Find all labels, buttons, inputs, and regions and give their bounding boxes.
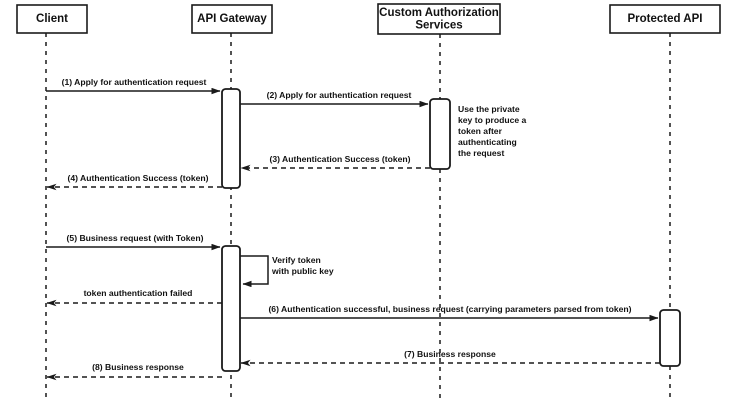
note-private-key-label: token after	[458, 126, 503, 136]
participant-label-protected-api: Protected API	[628, 13, 703, 25]
msg-1-label: (1) Apply for authentication request	[62, 77, 207, 87]
self-msg-verify-token-arrow	[240, 255, 269, 288]
activation-authsvc[interactable]	[429, 98, 451, 170]
participant-box-api-gateway[interactable]	[191, 4, 273, 34]
participant-label-custom-authorization-services: Custom Authorization	[379, 7, 499, 19]
participant-heads-group: Client API Gateway Custom AuthorizationSer…	[16, 3, 721, 35]
note-private-key-label: Use the private	[458, 104, 520, 114]
msg-7-label: (7) Business response	[404, 349, 496, 359]
lifelines-group	[45, 33, 671, 398]
msg-6-label: (6) Authentication successful, business …	[268, 304, 631, 314]
self-msg-verify-token-label: Verify token	[272, 255, 321, 265]
msg-5-label: (5) Business request (with Token)	[67, 233, 204, 243]
note-private-key-label: authenticating	[458, 137, 517, 147]
msg-2-label: (2) Apply for authentication request	[267, 90, 412, 100]
activation-protected-api[interactable]	[659, 309, 681, 367]
note-private-key-label: key to produce a	[458, 115, 527, 125]
participant-label-custom-authorization-services: Services	[415, 19, 462, 31]
participant-box-custom-authorization-services[interactable]	[377, 3, 501, 35]
participant-box-client[interactable]	[16, 4, 88, 34]
msg-4-label: (4) Authentication Success (token)	[67, 173, 208, 183]
note-private-key-label: the request	[458, 148, 504, 158]
participant-label-api-gateway: API Gateway	[197, 13, 267, 25]
participant-label-client: Client	[36, 13, 68, 25]
activations-group	[221, 88, 681, 372]
activation-gateway-auth[interactable]	[221, 88, 241, 189]
activation-gateway-business[interactable]	[221, 245, 241, 372]
msg-3-label: (3) Authentication Success (token)	[269, 154, 410, 164]
msg-8-label: (8) Business response	[92, 362, 184, 372]
messages-group: (1) Apply for authentication request (2) …	[46, 77, 660, 381]
msg-token-failed-label: token authentication failed	[84, 288, 193, 298]
participant-box-protected-api[interactable]	[609, 4, 721, 34]
self-msg-verify-token-label: with public key	[271, 266, 334, 276]
